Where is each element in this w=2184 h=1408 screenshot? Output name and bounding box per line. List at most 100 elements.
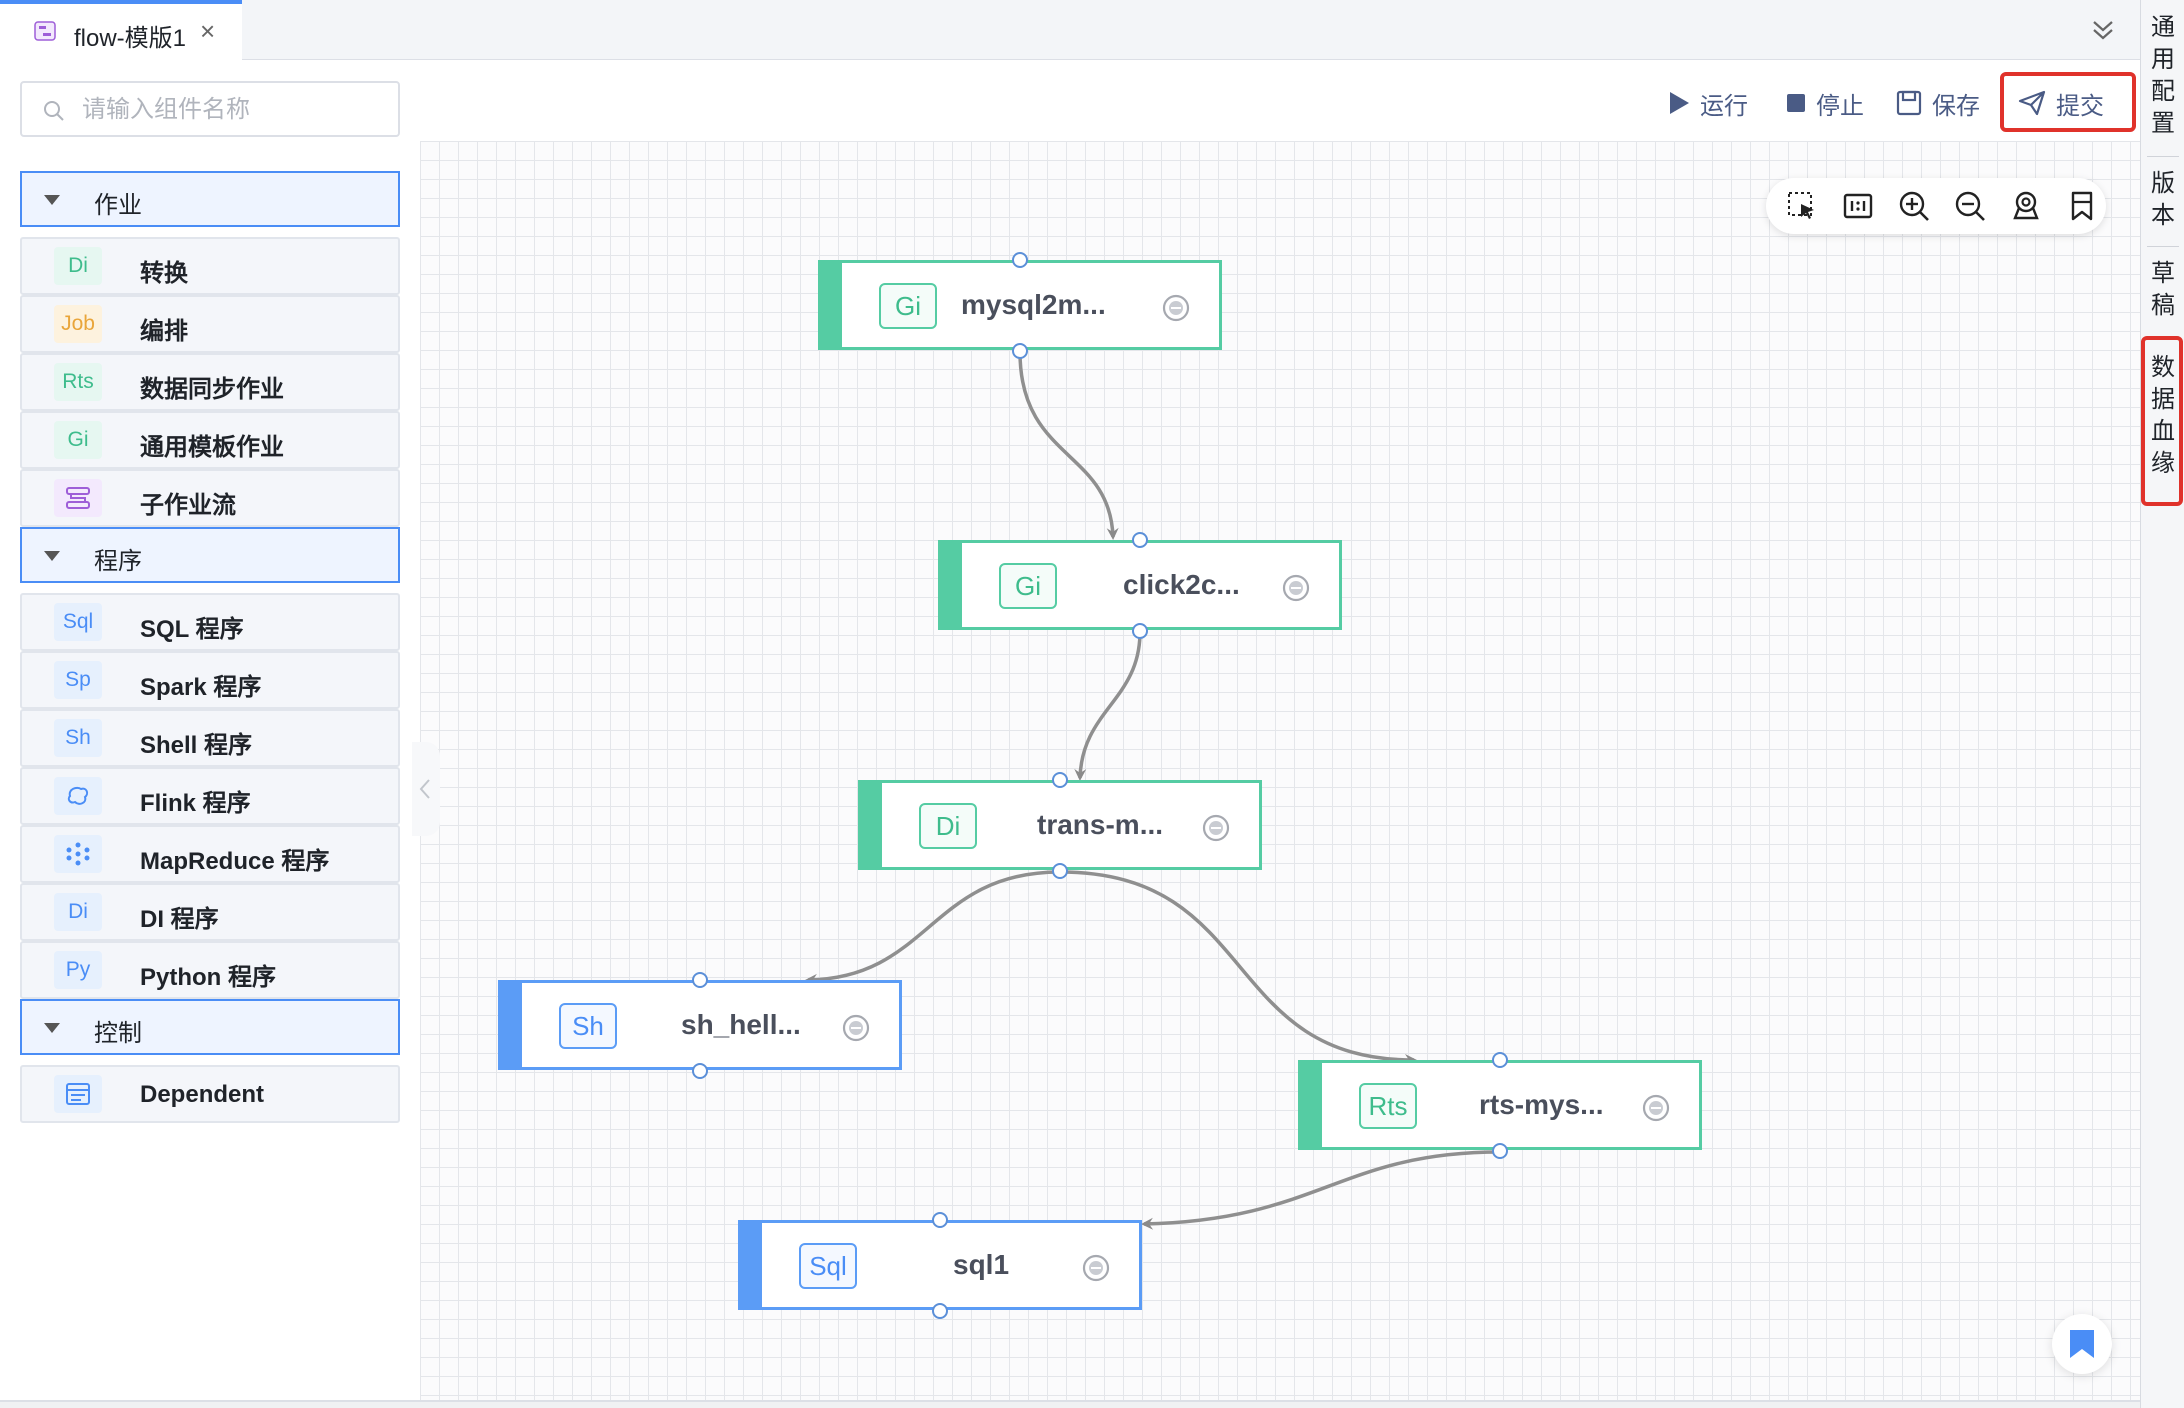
component-item-general-template-job[interactable]: Gi 通用模板作业	[20, 411, 400, 469]
component-label: Spark 程序	[140, 674, 262, 701]
toolbar: 运行 停止 保存 提交	[420, 61, 2140, 141]
group-header-programs[interactable]: 程序	[20, 527, 400, 583]
group-header-jobs[interactable]: 作业	[20, 171, 400, 227]
flow-node-sh-hell[interactable]: Sh sh_hell...	[498, 980, 902, 1070]
node-label: trans-m...	[1037, 809, 1164, 840]
sidebar-item-general-config[interactable]: 通用配置	[2141, 12, 2184, 140]
node-input-port[interactable]	[692, 972, 708, 988]
dependent-icon	[54, 1075, 102, 1113]
flow-icon	[34, 21, 56, 41]
stop-button[interactable]: 停止	[1786, 83, 1864, 123]
node-input-port[interactable]	[1492, 1052, 1508, 1068]
bookmark-icon[interactable]	[2066, 190, 2098, 222]
sidebar-item-draft[interactable]: 草稿	[2141, 258, 2184, 322]
flow-canvas[interactable]	[420, 141, 2140, 1408]
caret-down-icon	[44, 195, 60, 205]
component-item-spark[interactable]: Sp Spark 程序	[20, 651, 400, 709]
tab-flow[interactable]: flow-模版1 ×	[0, 0, 242, 60]
component-panel: 作业 Di 转换 Job 编排 Rts 数据同步作业 Gi 通用模板作业 子作业…	[0, 61, 420, 1408]
node-input-port[interactable]	[1132, 532, 1148, 548]
search-icon	[44, 101, 64, 121]
sidebar-item-label: 版本	[2151, 170, 2175, 229]
node-output-port[interactable]	[1052, 863, 1068, 879]
component-badge: Py	[54, 951, 102, 989]
bottom-border	[0, 1400, 2140, 1408]
sidebar-item-label: 通用配置	[2151, 14, 2175, 137]
component-item-orchestrate[interactable]: Job 编排	[20, 295, 400, 353]
node-input-port[interactable]	[1052, 772, 1068, 788]
component-item-transform[interactable]: Di 转换	[20, 237, 400, 295]
right-sidebar: 通用配置 版本 草稿 数据血缘	[2140, 0, 2184, 1408]
panel-collapse-handle[interactable]	[412, 742, 440, 836]
node-badge: Di	[919, 803, 977, 849]
component-item-dependent[interactable]: Dependent	[20, 1065, 400, 1123]
save-button[interactable]: 保存	[1896, 83, 1980, 123]
minus-circle-icon[interactable]	[1161, 293, 1191, 323]
node-output-port[interactable]	[1492, 1143, 1508, 1159]
send-icon	[2018, 90, 2046, 116]
flow-node-click2c[interactable]: Gi click2c...	[938, 540, 1342, 630]
search-box	[20, 81, 400, 137]
fit-icon[interactable]	[1842, 190, 1874, 222]
flow-node-sql1[interactable]: Sql sql1	[738, 1220, 1142, 1310]
component-item-mapreduce[interactable]: MapReduce 程序	[20, 825, 400, 883]
minus-circle-icon[interactable]	[1641, 1093, 1671, 1123]
component-item-shell[interactable]: Sh Shell 程序	[20, 709, 400, 767]
component-label: 通用模板作业	[140, 434, 284, 461]
minus-circle-icon[interactable]	[1201, 813, 1231, 843]
flow-node-rts-mys[interactable]: Rts rts-mys...	[1298, 1060, 1702, 1150]
run-button[interactable]: 运行	[1668, 83, 1748, 123]
stop-icon	[1787, 94, 1805, 112]
tab-close-icon[interactable]: ×	[200, 16, 216, 46]
sidebar-item-data-lineage[interactable]: 数据血缘	[2141, 352, 2184, 480]
group-header-control[interactable]: 控制	[20, 999, 400, 1055]
component-item-data-sync-job[interactable]: Rts 数据同步作业	[20, 353, 400, 411]
component-badge: Gi	[54, 421, 102, 459]
component-label: 编排	[140, 318, 188, 345]
component-item-flink[interactable]: Flink 程序	[20, 767, 400, 825]
component-label: DI 程序	[140, 906, 219, 933]
component-item-di[interactable]: Di DI 程序	[20, 883, 400, 941]
component-item-python[interactable]: Py Python 程序	[20, 941, 400, 999]
component-badge: Di	[54, 893, 102, 931]
bookmark-button[interactable]	[2052, 1314, 2112, 1374]
sidebar-item-version[interactable]: 版本	[2141, 168, 2184, 232]
search-input[interactable]	[82, 91, 382, 129]
component-label: SQL 程序	[140, 616, 244, 643]
node-label: sql1	[953, 1249, 1010, 1280]
component-badge: Di	[54, 247, 102, 285]
run-label: 运行	[1700, 92, 1748, 120]
component-badge: Sp	[54, 661, 102, 699]
locate-icon[interactable]	[2010, 190, 2042, 222]
bookmark-icon	[2070, 1330, 2094, 1358]
select-icon[interactable]	[1786, 190, 1818, 222]
zoom-in-icon[interactable]	[1898, 190, 1930, 222]
node-output-port[interactable]	[932, 1303, 948, 1319]
node-input-port[interactable]	[1012, 252, 1028, 268]
component-item-subflow[interactable]: 子作业流	[20, 469, 400, 527]
zoom-out-icon[interactable]	[1954, 190, 1986, 222]
component-item-sql[interactable]: Sql SQL 程序	[20, 593, 400, 651]
node-output-port[interactable]	[1132, 623, 1148, 639]
node-output-port[interactable]	[1012, 343, 1028, 359]
minus-circle-icon[interactable]	[1281, 573, 1311, 603]
node-input-port[interactable]	[932, 1212, 948, 1228]
component-label: Shell 程序	[140, 732, 253, 759]
save-icon	[1896, 90, 1922, 116]
double-chevron-down-icon[interactable]	[2088, 14, 2118, 44]
mapreduce-icon	[54, 835, 102, 873]
minus-circle-icon[interactable]	[841, 1013, 871, 1043]
tab-label: flow-模版1	[74, 25, 187, 52]
component-badge: Sql	[54, 603, 102, 641]
group-label: 控制	[94, 1020, 142, 1047]
caret-down-icon	[44, 1023, 60, 1033]
submit-button[interactable]: 提交	[2018, 83, 2104, 123]
flow-node-trans-m[interactable]: Di trans-m...	[858, 780, 1262, 870]
flow-node-mysql2m[interactable]: Gi mysql2m...	[818, 260, 1222, 350]
node-badge: Sql	[799, 1243, 857, 1289]
node-output-port[interactable]	[692, 1063, 708, 1079]
component-label: Dependent	[140, 1081, 265, 1108]
minus-circle-icon[interactable]	[1081, 1253, 1111, 1283]
component-badge: Rts	[54, 363, 102, 401]
save-label: 保存	[1932, 92, 1980, 120]
